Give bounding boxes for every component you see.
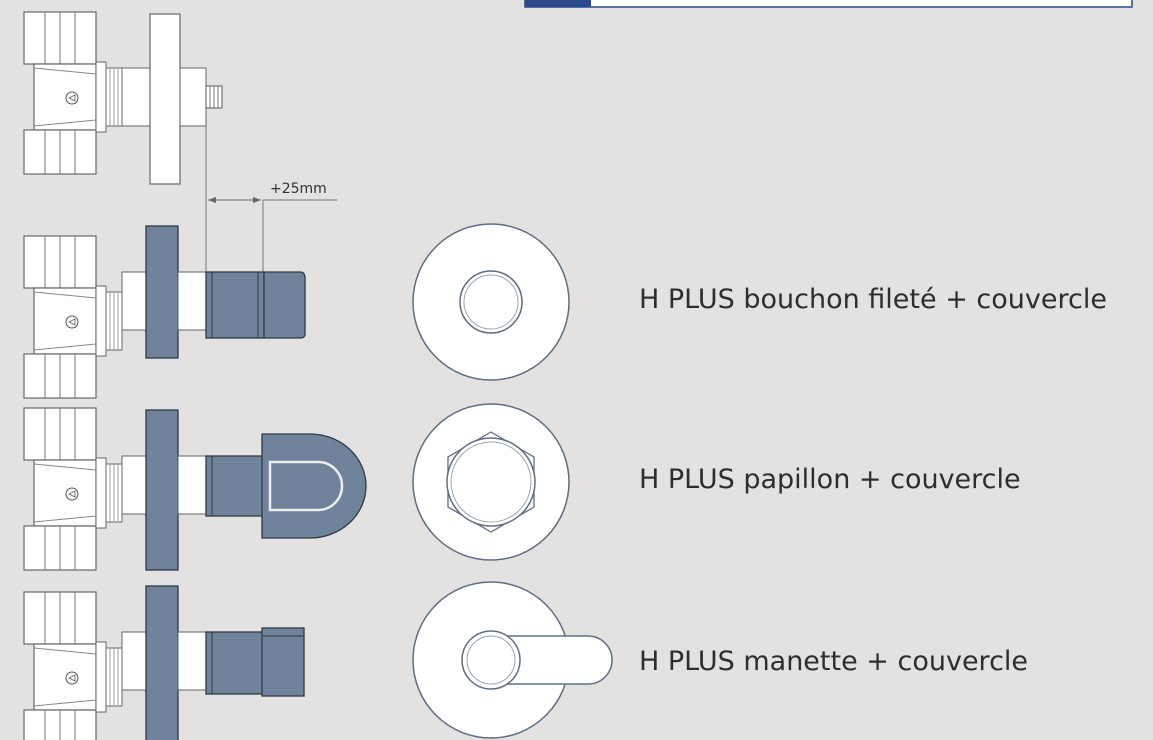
label-manette: H PLUS manette + couvercle [639, 646, 1029, 677]
front-view-bouchon [412, 223, 570, 381]
label-bouchon-filete: H PLUS bouchon fileté + couvercle [639, 284, 1107, 315]
valve-reference [23, 11, 223, 185]
valve-manette [23, 585, 305, 740]
dimension-label: +25mm [270, 181, 327, 197]
valve-bouchon-filete [23, 225, 306, 399]
valve-papillon [23, 407, 367, 571]
front-view-papillon [412, 403, 570, 561]
label-papillon: H PLUS papillon + couvercle [639, 464, 1021, 495]
header-banner [524, 0, 1133, 8]
dimension-plus-25mm [205, 126, 337, 272]
front-view-manette [412, 581, 613, 739]
